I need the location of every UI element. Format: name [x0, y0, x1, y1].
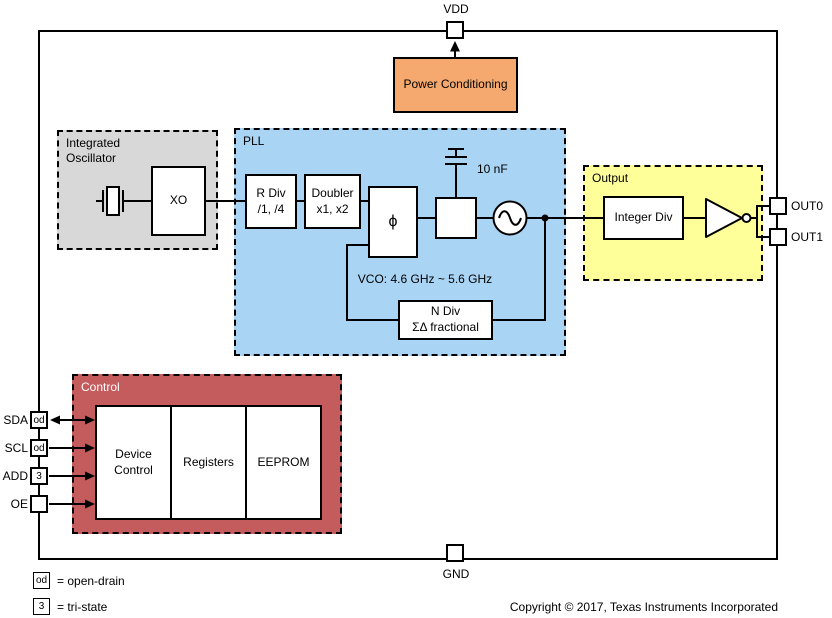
registers-block: Registers: [172, 407, 247, 518]
out1-pin-label: OUT1: [791, 230, 824, 244]
doubler-line1: Doubler: [311, 185, 354, 200]
oe-pin-label: OE: [10, 497, 28, 511]
add-pin-type: 3: [36, 470, 42, 482]
device-control-block: Device Control: [97, 407, 172, 518]
vdd-pin-label: VDD: [443, 2, 469, 16]
n-div-block: N Div ΣΔ fractional: [398, 300, 493, 340]
add-pin: 3: [30, 467, 48, 485]
phase-detector-block: ϕ: [368, 186, 418, 258]
xo-block: XO: [151, 166, 206, 236]
eeprom-block: EEPROM: [247, 407, 320, 518]
output-label: Output: [592, 171, 629, 185]
legend-tristate-text: = tri-state: [57, 600, 108, 614]
vco-range-label: VCO: 4.6 GHz ~ 5.6 GHz: [357, 272, 493, 286]
loop-filter-block: [435, 197, 477, 239]
scl-pin-label: SCL: [4, 441, 28, 455]
power-conditioning-block: Power Conditioning: [393, 57, 518, 113]
sda-pin: od: [30, 411, 48, 429]
copyright-text: Copyright © 2017, Texas Instruments Inco…: [509, 600, 778, 614]
scl-pin: od: [30, 439, 48, 457]
scl-pin-type: od: [33, 442, 45, 454]
doubler-line2: x1, x2: [316, 201, 349, 216]
out0-pin: [769, 197, 787, 215]
legend-od-symbol: od: [33, 572, 50, 589]
n-div-line2: ΣΔ fractional: [412, 320, 479, 334]
cap-value-label: 10 nF: [477, 162, 508, 176]
r-div-line2: /1, /4: [257, 201, 285, 216]
control-inner-block: Device Control Registers EEPROM: [95, 405, 322, 520]
pll-label: PLL: [243, 134, 265, 148]
eeprom-label: EEPROM: [257, 454, 310, 469]
out1-pin: [769, 228, 787, 246]
oe-pin: [30, 495, 48, 513]
sda-pin-type: od: [33, 414, 45, 426]
vdd-pin: [446, 21, 464, 39]
gnd-pin-label: GND: [442, 567, 470, 581]
out0-pin-label: OUT0: [791, 199, 824, 213]
xo-label: XO: [169, 193, 188, 208]
legend-tristate-symbol: 3: [33, 598, 50, 615]
add-pin-label: ADD: [2, 469, 28, 483]
gnd-pin: [446, 544, 464, 562]
legend-od-text: = open-drain: [57, 574, 125, 588]
device-control-label: Device Control: [114, 446, 153, 477]
control-label: Control: [81, 380, 120, 394]
legend-tristate-symbol-text: 3: [38, 601, 45, 612]
legend-od-symbol-text: od: [35, 575, 48, 586]
power-conditioning-label: Power Conditioning: [403, 77, 508, 92]
doubler-block: Doubler x1, x2: [304, 174, 361, 229]
chip-boundary: [38, 30, 778, 560]
integer-div-block: Integer Div: [603, 196, 684, 240]
integrated-oscillator-label: Integrated Oscillator: [66, 136, 121, 165]
n-div-line1: N Div: [430, 304, 461, 319]
registers-label: Registers: [183, 454, 234, 469]
phase-detector-phi-icon: ϕ: [388, 212, 398, 230]
r-div-line1: R Div: [256, 185, 286, 200]
sda-pin-label: SDA: [3, 413, 28, 427]
integer-div-label: Integer Div: [614, 210, 673, 225]
r-div-block: R Div /1, /4: [245, 174, 297, 229]
